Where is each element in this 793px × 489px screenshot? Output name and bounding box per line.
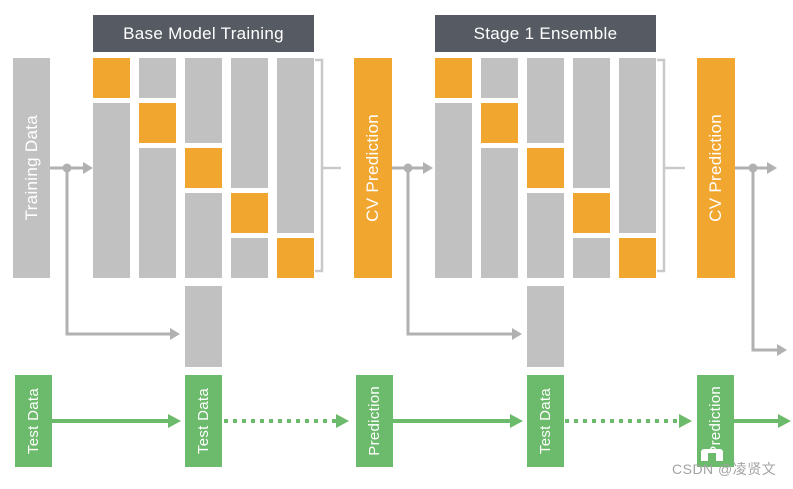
training-folds-segment — [231, 58, 268, 188]
cv-grid-stage-1-ensemble — [435, 58, 656, 278]
validation-fold-cell — [139, 103, 176, 143]
validation-fold-cell — [231, 193, 268, 233]
fold-column — [573, 58, 610, 278]
training-folds-segment — [93, 103, 130, 278]
validation-fold-cell — [277, 238, 314, 278]
test-data-label: Test Data — [537, 387, 554, 455]
fold-column — [139, 58, 176, 278]
cv-prediction-bar-2: CV Prediction — [697, 58, 735, 278]
arrow-right-icon — [83, 162, 93, 174]
validation-fold-cell — [527, 148, 564, 188]
fold-column — [185, 58, 222, 278]
training-folds-segment — [277, 58, 314, 233]
training-folds-segment — [231, 238, 268, 278]
grid2-output-bracket — [657, 58, 685, 273]
arrow-right-icon — [336, 414, 349, 428]
arrow-right-icon — [778, 414, 791, 428]
header-stage-1-ensemble: Stage 1 Ensemble — [435, 15, 656, 52]
training-data-label: Training Data — [21, 115, 41, 221]
training-folds-segment — [573, 238, 610, 278]
fold-column — [231, 58, 268, 278]
arrow-right-icon — [423, 162, 433, 174]
watermark: CSDN @凌贤文 — [672, 461, 777, 477]
test-data-label: Test Data — [195, 387, 212, 455]
training-folds-segment — [139, 58, 176, 98]
arrow-right-icon — [168, 414, 181, 428]
training-folds-segment — [185, 193, 222, 278]
prediction-box-1: Prediction — [356, 375, 393, 467]
averaged-model-block-2 — [527, 286, 564, 367]
cv-prediction-bar-1: CV Prediction — [354, 58, 392, 278]
training-folds-segment — [185, 58, 222, 143]
training-folds-segment — [619, 58, 656, 233]
csdn-avatar-icon — [701, 449, 723, 461]
training-folds-segment — [435, 103, 472, 278]
header-base-model-training: Base Model Training — [93, 15, 314, 52]
arrow-right-icon — [767, 162, 777, 174]
cv2-output-connector — [735, 162, 787, 356]
training-to-grid1-connector — [50, 162, 180, 340]
validation-fold-cell — [619, 238, 656, 278]
arrow-right-icon — [510, 414, 523, 428]
validation-fold-cell — [573, 193, 610, 233]
training-folds-segment — [481, 58, 518, 98]
prediction-label: Prediction — [707, 386, 724, 456]
arrow-right-icon — [777, 344, 787, 356]
fold-column — [277, 58, 314, 278]
csdn-avatar-inner — [708, 453, 716, 461]
arrow-right-icon — [679, 414, 692, 428]
training-folds-segment — [139, 148, 176, 278]
test-data-label: Test Data — [25, 387, 42, 455]
training-folds-segment — [481, 148, 518, 278]
validation-fold-cell — [435, 58, 472, 98]
arrow-right-icon — [170, 328, 180, 340]
cv-grid-base-model-training — [93, 58, 314, 278]
cv-prediction-label: CV Prediction — [363, 114, 382, 222]
arrow-right-icon — [512, 328, 522, 340]
fold-column — [527, 58, 564, 278]
fold-column — [93, 58, 130, 278]
validation-fold-cell — [481, 103, 518, 143]
fold-column — [481, 58, 518, 278]
training-data-bar: Training Data — [13, 58, 50, 278]
test-data-box-2: Test Data — [185, 375, 222, 467]
training-folds-segment — [527, 193, 564, 278]
training-folds-segment — [573, 58, 610, 188]
training-folds-segment — [527, 58, 564, 143]
test-data-box-3: Test Data — [527, 375, 564, 467]
cv1-to-grid2-connector — [392, 162, 522, 340]
test-data-box-1: Test Data — [15, 375, 52, 467]
fold-column — [619, 58, 656, 278]
test-data-flow-arrows — [52, 414, 791, 428]
cv-prediction-label: CV Prediction — [706, 114, 725, 222]
validation-fold-cell — [185, 148, 222, 188]
prediction-label: Prediction — [366, 386, 383, 456]
fold-column — [435, 58, 472, 278]
grid1-output-bracket — [315, 58, 341, 273]
averaged-model-block-1 — [185, 286, 222, 367]
validation-fold-cell — [93, 58, 130, 98]
